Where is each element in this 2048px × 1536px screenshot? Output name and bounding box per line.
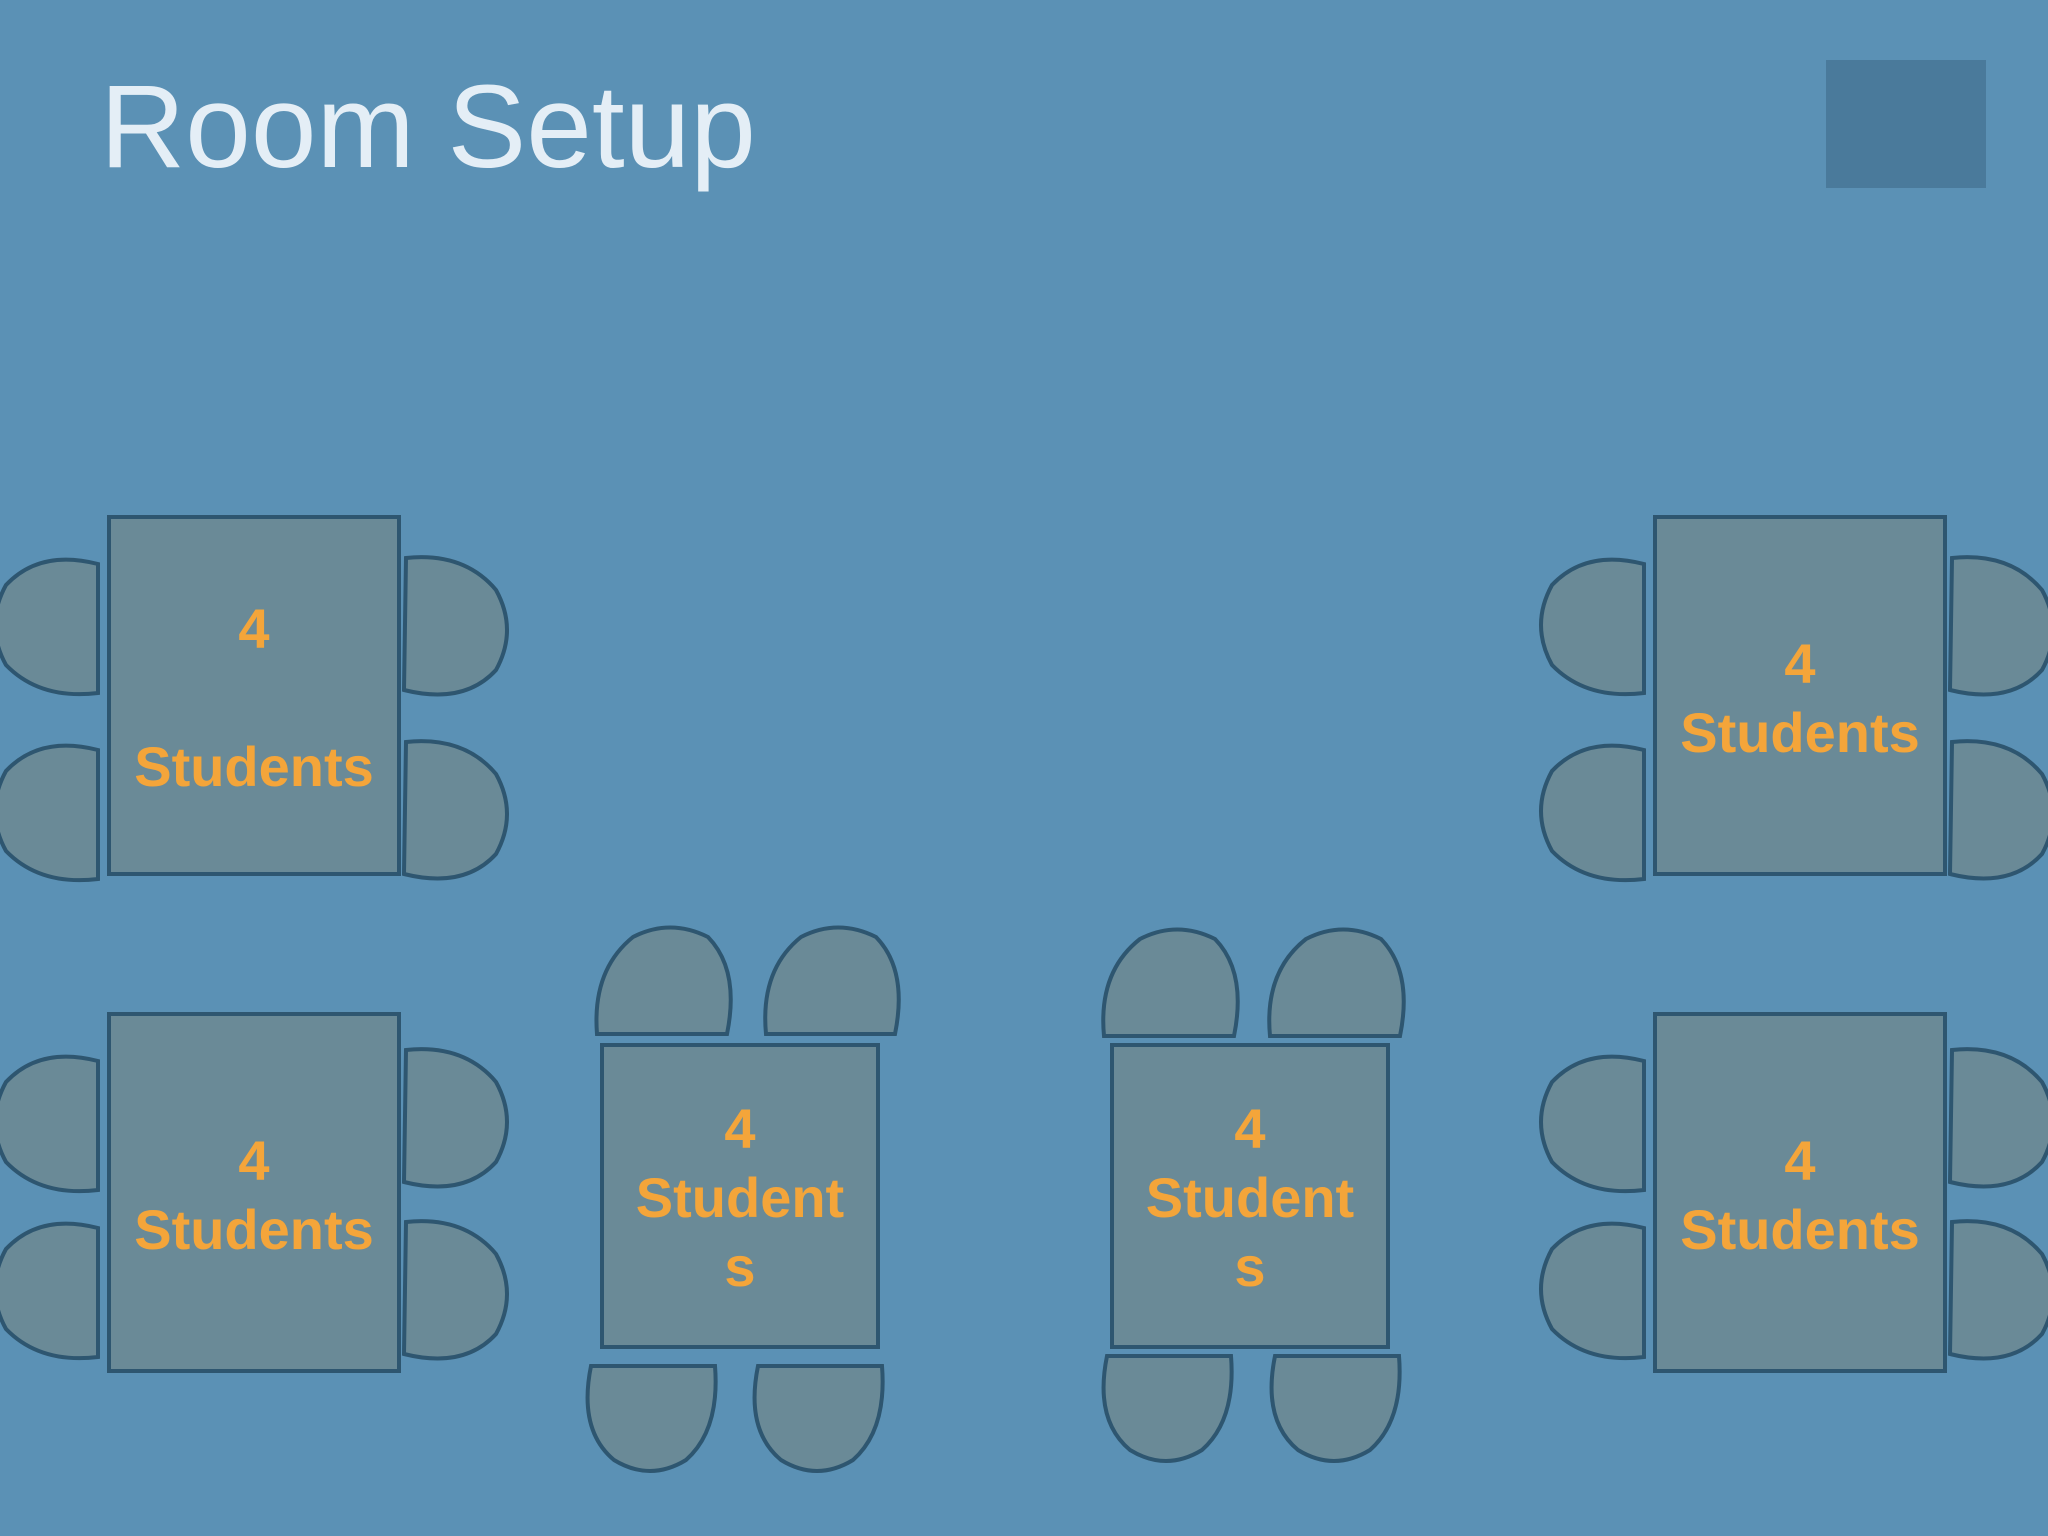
chair[interactable] (594, 925, 733, 1036)
table-label-line: 4 (1234, 1097, 1265, 1160)
chair[interactable] (1947, 555, 2048, 697)
table[interactable] (1653, 515, 1947, 876)
table-group-2: 4 Students (0, 1012, 509, 1373)
chair[interactable] (0, 557, 100, 697)
chair[interactable] (1539, 743, 1646, 883)
table-label-line: Students (134, 735, 374, 798)
table-group-6: 4 Students (1539, 1012, 2048, 1373)
table-label-line: 4 (1784, 632, 1815, 695)
table-label-line: 4 (238, 597, 269, 660)
chair[interactable] (1101, 1354, 1234, 1463)
chair[interactable] (401, 739, 509, 881)
chair[interactable] (1539, 1054, 1646, 1194)
table-label-line: Student (1146, 1166, 1354, 1229)
chair[interactable] (401, 555, 509, 697)
table-label-line: Students (1680, 701, 1920, 764)
chair[interactable] (1947, 1219, 2048, 1361)
table-group-5: 4 Student s (1101, 927, 1406, 1463)
chair[interactable] (752, 1364, 885, 1473)
chair[interactable] (401, 1219, 509, 1361)
table-label-line: Students (134, 1198, 374, 1261)
table[interactable] (1110, 1043, 1390, 1349)
table-label-line: 4 (724, 1097, 755, 1160)
chair[interactable] (1269, 1354, 1402, 1463)
table[interactable] (600, 1043, 880, 1349)
chair[interactable] (0, 1221, 100, 1361)
table-label-line: 4 (1784, 1129, 1815, 1192)
chair[interactable] (1947, 739, 2048, 881)
table[interactable] (1653, 1012, 1947, 1373)
table-group-1: 4 Students (0, 515, 509, 883)
chair[interactable] (1539, 1221, 1646, 1361)
table-label-line: Students (1680, 1198, 1920, 1261)
chair[interactable] (1947, 1047, 2048, 1189)
table-label-line: s (724, 1235, 755, 1298)
chair[interactable] (0, 1054, 100, 1194)
table-label-line: Student (636, 1166, 844, 1229)
chair[interactable] (1101, 927, 1240, 1038)
chair[interactable] (1539, 557, 1646, 697)
chair[interactable] (1267, 927, 1406, 1038)
table-label-line: 4 (238, 1129, 269, 1192)
chair[interactable] (401, 1047, 509, 1189)
chair[interactable] (0, 743, 100, 883)
table-label-line: s (1234, 1235, 1265, 1298)
table[interactable] (107, 1012, 401, 1373)
table-group-3: 4 Students (1539, 515, 2048, 883)
table[interactable] (107, 515, 401, 876)
corner-square (1826, 60, 1986, 188)
chair[interactable] (585, 1364, 718, 1473)
table-group-4: 4 Student s (585, 925, 901, 1473)
page-title: Room Setup (100, 61, 756, 193)
chair[interactable] (763, 925, 901, 1036)
